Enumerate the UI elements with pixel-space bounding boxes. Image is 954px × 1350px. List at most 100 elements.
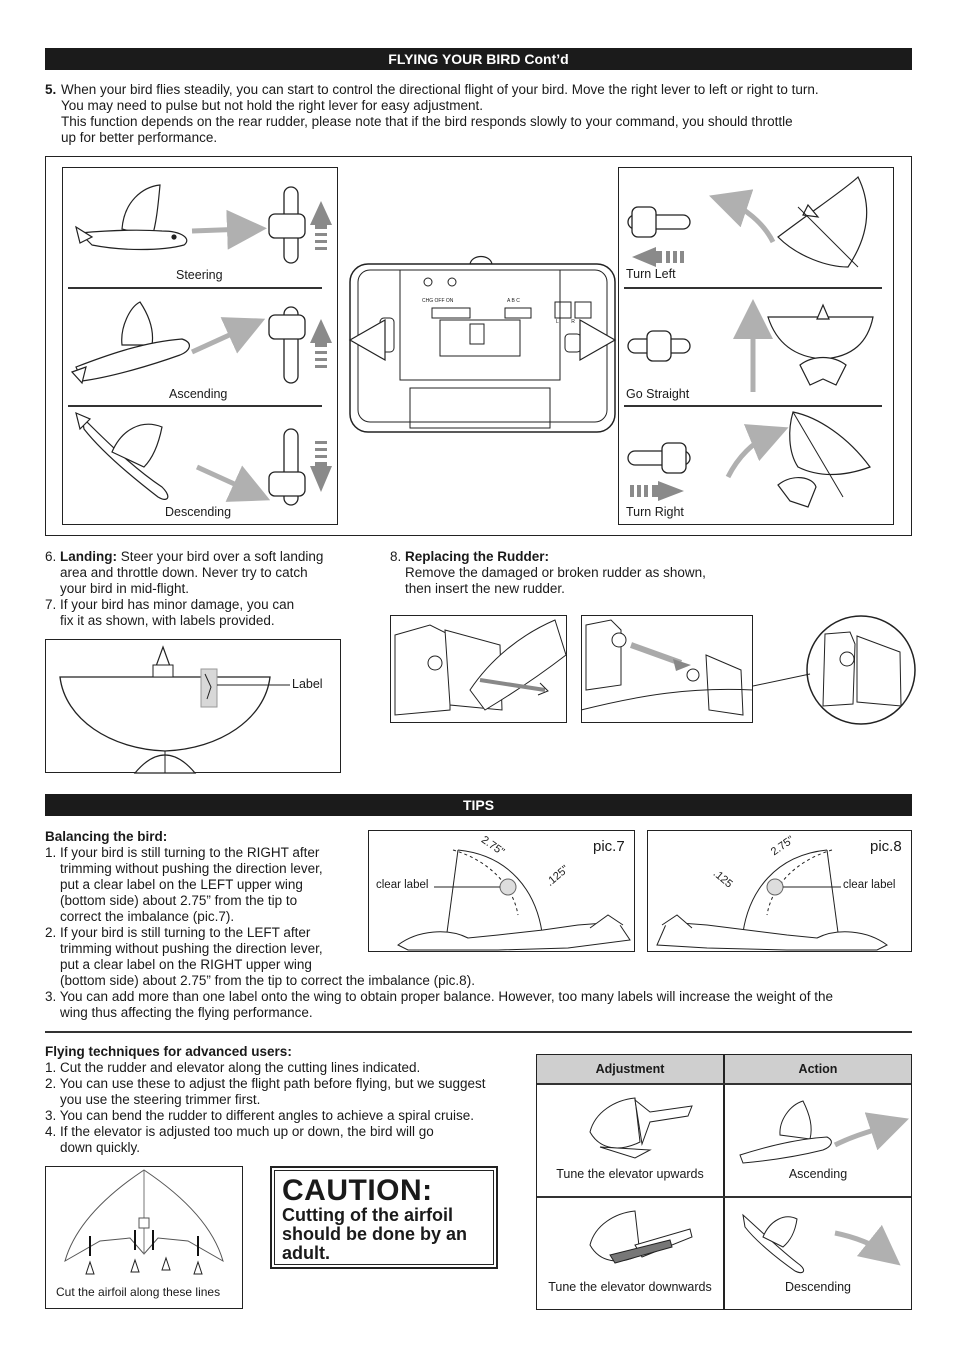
label-steering: Steering — [176, 268, 223, 282]
advanced-line2: 2. You can use these to adjust the fligh… — [45, 1076, 486, 1091]
pic7-title: pic.7 — [593, 838, 625, 855]
arrow — [190, 317, 266, 355]
advanced-line6: down quickly. — [60, 1140, 141, 1155]
bird-turn-right-illustration — [777, 411, 871, 508]
step5-line3: This function depends on the rear rudder… — [61, 114, 793, 129]
label-go-straight: Go Straight — [626, 387, 690, 401]
cut-airfoil-drawing — [64, 1169, 224, 1275]
balancing-1-line2: trimming without pushing the direction l… — [60, 861, 323, 876]
lever-icon-ascending — [268, 306, 306, 384]
step5-line4: up for better performance. — [61, 130, 218, 145]
table-row-divider — [537, 1083, 911, 1085]
elevator-down-illustration — [589, 1210, 693, 1264]
step7-line2: fix it as shown, with labels provided. — [60, 613, 275, 628]
balancing-2-line1: 2. If your bird is still turning to the … — [45, 925, 311, 940]
elevator-up-illustration — [589, 1097, 693, 1159]
arrow — [195, 464, 271, 502]
advanced-line5: 4. If the elevator is adjusted too much … — [45, 1124, 434, 1139]
step7-line1: 7. If your bird has minor damage, you ca… — [45, 597, 295, 612]
arrow — [191, 209, 267, 250]
step5-number: 5. — [45, 82, 57, 97]
remote-controller-illustration — [348, 255, 617, 433]
table-row1-adjustment: Tune the elevator upwards — [556, 1167, 704, 1181]
section-header-tips: TIPS — [45, 794, 912, 816]
label-descending: Descending — [165, 505, 232, 519]
up-arrow-icon — [310, 201, 332, 250]
remote-switch-labels: CHG OFF ON — [422, 298, 454, 304]
lever-icon-turn-left — [627, 206, 691, 238]
caution-line1: Cutting of the airfoil — [282, 1205, 453, 1225]
label-ascending: Ascending — [169, 387, 228, 401]
balancing-1-line4: (bottom side) about 2.75” from the tip t… — [60, 893, 298, 908]
up-arrow-icon — [310, 319, 332, 368]
pic7-drawing — [397, 849, 631, 951]
down-arrow-icon — [310, 441, 332, 492]
step5-line1: When your bird flies steadily, you can s… — [61, 82, 819, 97]
label-turn-left: Turn Left — [626, 267, 676, 281]
table-header-action: Action — [725, 1055, 911, 1083]
step8-line1: 8. Replacing the Rudder: — [390, 549, 550, 564]
table-row2-action: Descending — [784, 1280, 851, 1294]
bird-descending-small-illustration — [742, 1213, 901, 1274]
advanced-line1: 1. Cut the rudder and elevator along the… — [45, 1060, 421, 1075]
divider — [624, 405, 882, 407]
lever-icon-descending — [268, 428, 306, 506]
table-row2-adjustment: Tune the elevator downwards — [548, 1280, 712, 1294]
step8-line3: then insert the new rudder. — [405, 581, 565, 596]
table-col-divider — [723, 1055, 725, 1309]
right-panel-drawings — [627, 175, 874, 508]
step6-line2: area and throttle down. Never try to cat… — [60, 565, 308, 580]
cut-airfoil-caption: Cut the airfoil along these lines — [56, 1285, 221, 1299]
step5-line2: You may need to pulse but not hold the r… — [61, 98, 484, 113]
divider — [68, 405, 322, 407]
section-divider — [45, 1031, 912, 1033]
advanced-line3: you use the steering trimmer first. — [60, 1092, 261, 1107]
caution-line3: adult. — [282, 1243, 330, 1263]
balancing-2-line3: put a clear label on the RIGHT upper win… — [60, 957, 312, 972]
advanced-title: Flying techniques for advanced users: — [45, 1044, 292, 1059]
rudder-insert-drawing — [580, 619, 754, 716]
balancing-2-line2: trimming without pushing the direction l… — [60, 941, 323, 956]
bird-go-straight-illustration — [767, 303, 874, 386]
balancing-1-line3: put a clear label on the LEFT upper wing — [60, 877, 303, 892]
rudder-remove-drawing — [394, 619, 567, 716]
pic7-clear-label: clear label — [376, 879, 429, 891]
divider — [68, 287, 322, 289]
right-arrow-icon — [630, 481, 684, 501]
balancing-3-line1: 3. You can add more than one label onto … — [45, 989, 834, 1004]
section-header-flying: FLYING YOUR BIRD Cont’d — [45, 48, 912, 70]
label-tag: Label — [292, 677, 323, 691]
table-row1-action: Ascending — [788, 1167, 848, 1181]
bird-descending-illustration — [75, 411, 169, 500]
pic8-title: pic.8 — [870, 838, 902, 855]
table-header-adjustment: Adjustment — [537, 1055, 723, 1083]
balancing-2-line4: (bottom side) about 2.75” from the tip t… — [60, 973, 475, 988]
remote-trim-labels: A B C — [507, 298, 520, 304]
step6-line1: 6. Landing: Steer your bird over a soft … — [45, 549, 324, 564]
balancing-3-line2: wing thus affecting the flying performan… — [60, 1005, 313, 1020]
wing-repair-drawing — [59, 645, 290, 774]
table-row-divider — [537, 1196, 911, 1198]
lever-icon-steering — [268, 186, 306, 264]
lever-icon-go-straight — [627, 330, 691, 362]
left-arrow-icon — [632, 247, 684, 267]
step8-line2: Remove the damaged or broken rudder as s… — [405, 565, 706, 580]
caution-line2: should be done by an — [282, 1224, 468, 1244]
balancing-title: Balancing the bird: — [45, 829, 168, 844]
balancing-1-line1: 1. If your bird is still turning to the … — [45, 845, 320, 860]
bird-ascending-illustration — [70, 301, 190, 385]
caution-box: CAUTION: Cutting of the airfoil should b… — [270, 1166, 498, 1269]
arrow — [709, 189, 776, 244]
bird-turn-left-illustration — [777, 175, 868, 268]
advanced-line4: 3. You can bend the rudder to different … — [45, 1108, 475, 1123]
left-panel-drawings — [70, 184, 332, 506]
lever-icon-turn-right — [627, 442, 691, 474]
caution-title: CAUTION: — [282, 1174, 433, 1207]
bird-steering-illustration — [75, 184, 188, 251]
arrow — [725, 424, 789, 479]
pic8-clear-label: clear label — [843, 879, 896, 891]
label-turn-right: Turn Right — [626, 505, 684, 519]
balancing-1-line5: correct the imbalance (pic.7). — [60, 909, 235, 924]
remote-lr-labels: L R — [556, 319, 575, 325]
pic8-drawing — [656, 849, 888, 951]
